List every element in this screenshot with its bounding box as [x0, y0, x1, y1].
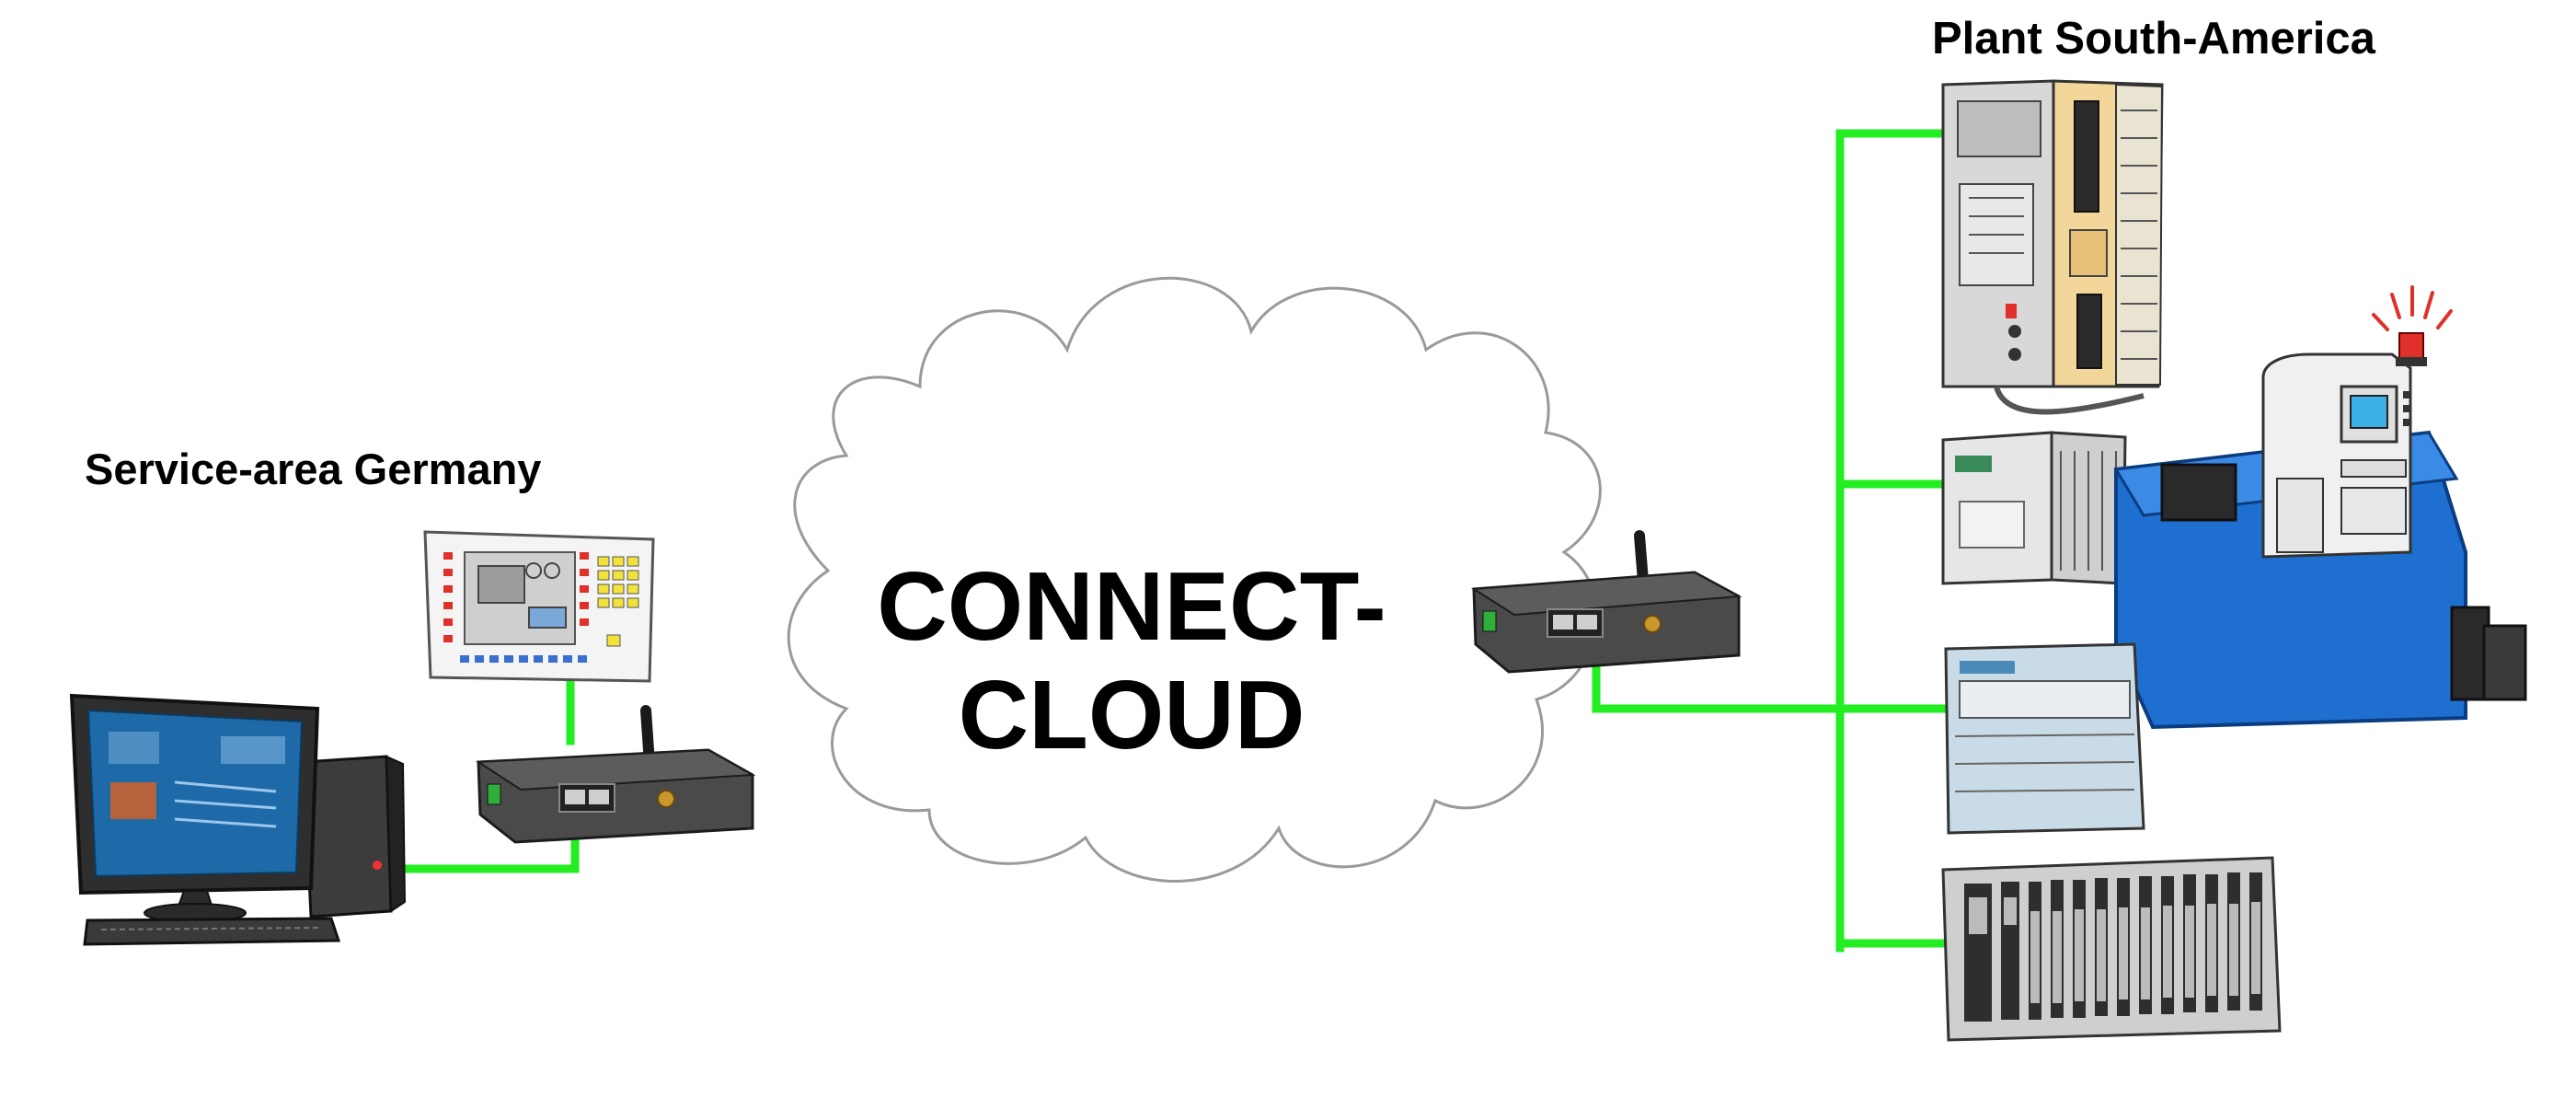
cloud-title: CONNECT- CLOUD: [810, 552, 1454, 769]
cloud-icon: [787, 276, 1602, 883]
label-plant: Plant South-America: [1932, 14, 2375, 64]
cnc-machine-icon: [2113, 352, 2527, 730]
plc-rack-icon: [1944, 642, 2145, 835]
cloud-title-line2: CLOUD: [958, 661, 1305, 769]
cloud-title-line1: CONNECT-: [877, 552, 1386, 661]
plc-rack-icon: [1941, 431, 2127, 585]
warning-beacon-icon: [2372, 285, 2453, 366]
control-panel-hmi-icon: [423, 530, 655, 683]
label-service-area: Service-area Germany: [85, 445, 542, 493]
plc-rack-icon: [1941, 856, 2282, 1042]
network-links: [386, 129, 1950, 953]
plc-rack-icon: [1941, 79, 2164, 415]
router-icon: [475, 705, 756, 844]
desktop-computer-icon: [69, 693, 407, 946]
router-icon: [1470, 530, 1742, 674]
